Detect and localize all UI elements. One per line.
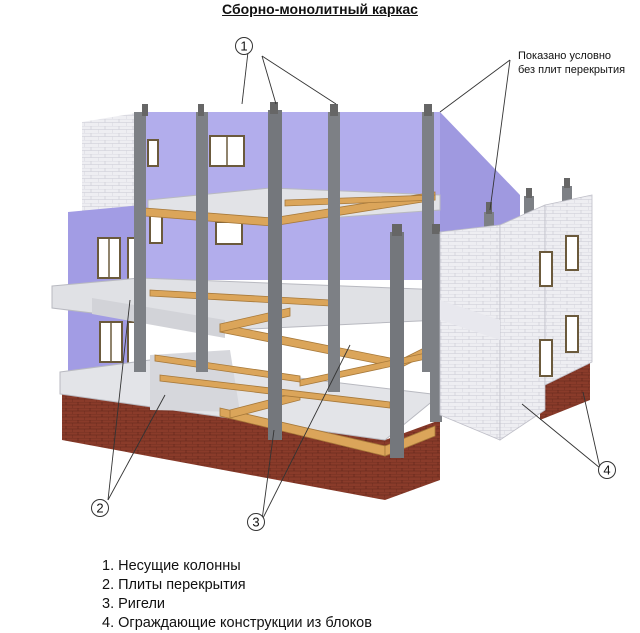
legend: 1. Несущие колонны 2. Плиты перекрытия 3… xyxy=(102,557,372,633)
svg-text:Показано условно: Показано условно xyxy=(518,50,611,62)
column xyxy=(196,104,208,372)
callout-1: 1 xyxy=(235,37,253,55)
legend-item: 2. Плиты перекрытия xyxy=(102,577,246,593)
callout-4: 4 xyxy=(598,461,616,479)
callout-2: 2 xyxy=(91,499,109,517)
window xyxy=(97,237,121,279)
note-label: Показано условно без плит перекрытия xyxy=(518,50,625,76)
column xyxy=(562,178,572,206)
svg-text:3: 3 xyxy=(252,515,259,530)
legend-item: 3. Ригели xyxy=(102,596,166,612)
svg-text:4: 4 xyxy=(603,463,610,478)
page-title: Сборно-монолитный каркас xyxy=(222,1,418,17)
leader-lines xyxy=(107,51,601,521)
legend-item: 4. Ограждающие конструкции из блоков xyxy=(102,615,372,631)
column xyxy=(390,224,404,458)
callout-3: 3 xyxy=(247,513,265,531)
window xyxy=(539,339,553,377)
window xyxy=(209,135,245,167)
svg-text:1: 1 xyxy=(240,39,247,54)
window xyxy=(99,321,123,363)
svg-text:без плит перекрытия: без плит перекрытия xyxy=(518,64,625,76)
column xyxy=(268,102,282,440)
column xyxy=(524,188,534,226)
window xyxy=(539,251,553,287)
column xyxy=(430,224,442,422)
window xyxy=(147,139,159,167)
svg-text:2: 2 xyxy=(96,501,103,516)
window xyxy=(565,235,579,271)
right-block-wall xyxy=(439,194,593,441)
legend-item: 1. Несущие колонны xyxy=(102,558,241,574)
column xyxy=(134,104,148,372)
window xyxy=(565,315,579,353)
window xyxy=(149,214,163,244)
column xyxy=(328,104,340,392)
window xyxy=(215,221,243,245)
